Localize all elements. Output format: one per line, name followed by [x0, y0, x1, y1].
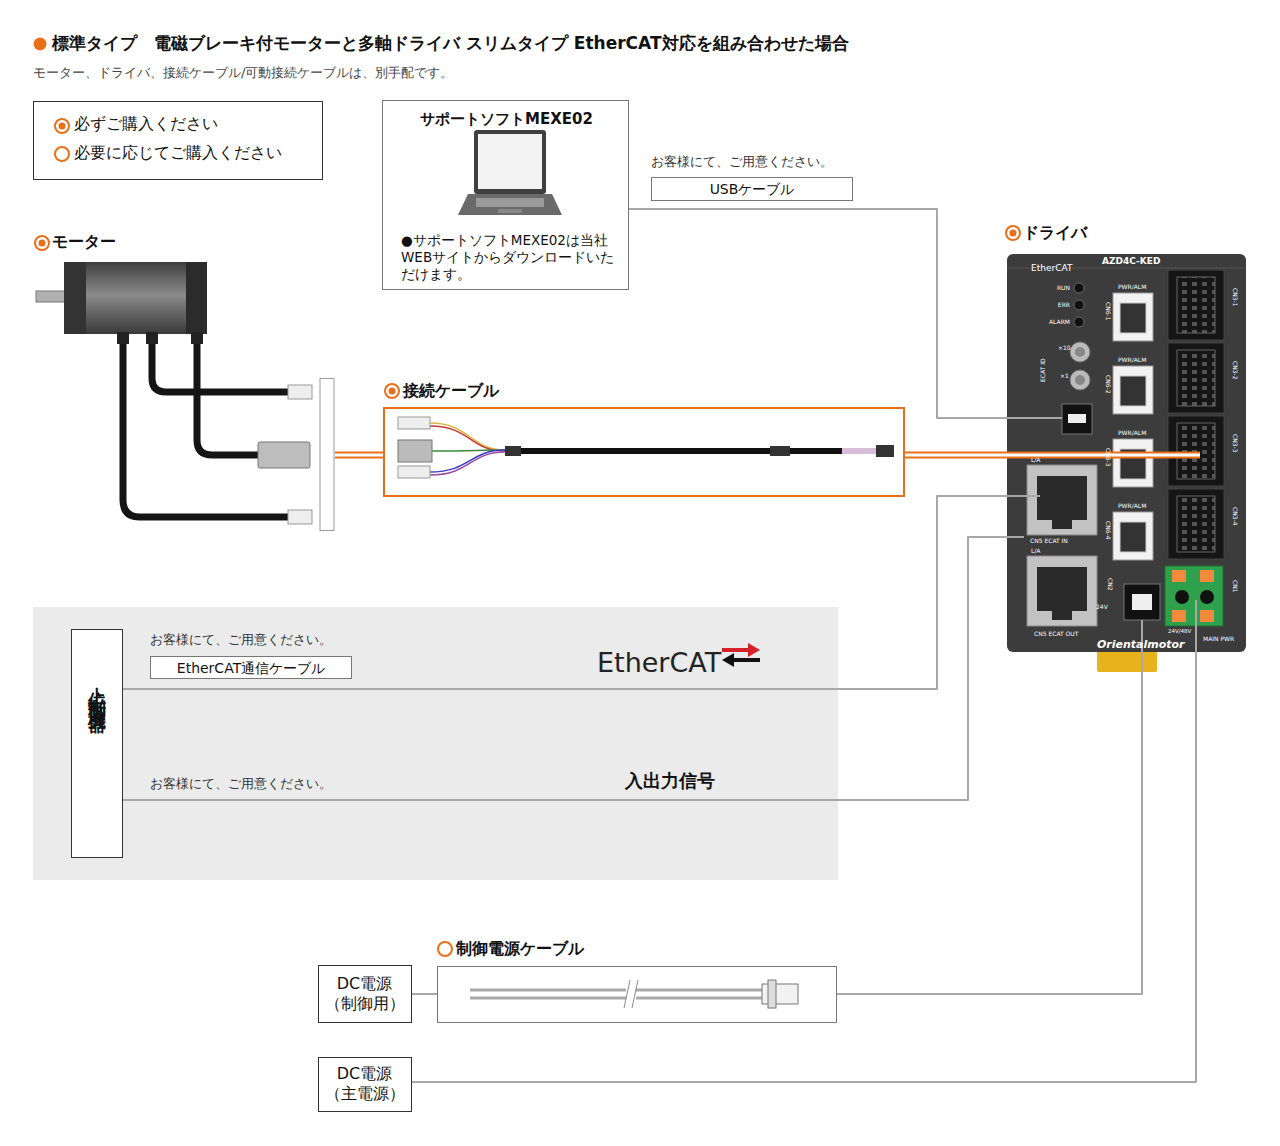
connector	[335, 455, 383, 456]
panel-label: RUN	[1057, 285, 1070, 291]
panel-label: CN3-4	[1232, 507, 1238, 525]
supply-note: お客様にて、ご用意ください。	[651, 155, 833, 168]
panel-label: CN1	[1232, 580, 1238, 593]
host-band	[33, 607, 838, 880]
cable-tag: USBケーブル	[651, 177, 853, 201]
optional-icon	[55, 147, 69, 161]
power-supply: DC電源 （制御用）	[318, 965, 412, 1023]
required-icon	[55, 119, 69, 133]
connector-line	[123, 496, 1007, 689]
panel-label: CN3-1	[1232, 288, 1238, 306]
panel-label: ×1	[1060, 373, 1069, 379]
connector-line	[412, 652, 1196, 1082]
ethercat-logo: EtherCAT	[597, 649, 721, 676]
host-controller: 上位制御機器	[71, 629, 123, 858]
node-title: サポートソフトMEXE02	[383, 110, 630, 129]
node-title: モーター	[52, 232, 116, 252]
panel-label: PWR/ALM	[1118, 284, 1146, 290]
legend-text: 必要に応じてご購入ください	[74, 145, 282, 161]
panel-label: EtherCAT	[1031, 264, 1072, 273]
panel-label: ×10	[1058, 345, 1071, 351]
din-clip	[1097, 648, 1157, 672]
panel-label: CN6-4	[1105, 521, 1111, 539]
node-title: 上位制御機器	[85, 672, 108, 708]
connector	[629, 209, 1007, 418]
panel-label: MAIN PWR	[1203, 636, 1234, 642]
node-title: 接続ケーブル	[403, 381, 499, 401]
required-icon	[385, 384, 399, 398]
connector-line	[412, 993, 437, 995]
panel-label: CN6-1	[1105, 302, 1111, 320]
panel-label: CN6-3	[1105, 448, 1111, 466]
ethercat-arrows	[722, 643, 760, 667]
connector-inner	[905, 454, 1007, 457]
panel-label: CN2	[1107, 578, 1113, 591]
panel-label: ECAT ID	[1040, 358, 1046, 382]
supply-note: お客様にて、ご用意ください。	[150, 633, 332, 646]
connector	[905, 455, 1007, 456]
panel-label: PWR/ALM	[1118, 430, 1146, 436]
legend-frame	[34, 102, 323, 180]
panel-label: CN3-2	[1232, 361, 1238, 379]
connector	[412, 652, 1196, 1082]
connector-outer	[335, 452, 383, 459]
panel-label: CN3-3	[1232, 434, 1238, 452]
connector-line	[629, 209, 1007, 418]
panel-label: 24V	[1096, 604, 1108, 610]
panel-label: AZD4C-KED	[1102, 257, 1160, 266]
connector	[412, 994, 437, 995]
node-title: EtherCAT通信ケーブル	[151, 660, 351, 678]
panel-label: Orientalmotor	[1097, 639, 1185, 650]
driver-panel	[1007, 268, 1246, 626]
panel-label: ALARM	[1049, 319, 1070, 325]
laptop-illustration	[458, 130, 562, 215]
motor-illustration	[36, 262, 334, 531]
node-title: ドライバ	[1023, 223, 1087, 243]
power-supply: DC電源 （主電源）	[318, 1057, 412, 1112]
panel-label: L/A	[1031, 548, 1040, 554]
driver-wire-stubs	[1007, 418, 1200, 652]
required-icon	[35, 236, 49, 250]
required-icon	[1006, 226, 1020, 240]
panel-label: ERR	[1058, 302, 1070, 308]
panel-label: CN5 ECAT IN	[1030, 538, 1068, 544]
title-bullet	[34, 38, 47, 51]
panel-label: PWR/ALM	[1118, 357, 1146, 363]
connector-line	[837, 652, 1142, 994]
signal-label: 入出力信号	[625, 772, 715, 790]
optional-icon	[438, 942, 452, 956]
connector-inner	[335, 454, 383, 457]
cable-tag: EtherCAT通信ケーブル	[150, 656, 352, 679]
node-title: USBケーブル	[652, 181, 852, 199]
power-cable-illustration	[470, 980, 798, 1008]
node-body: ●サポートソフトMEXE02は当社WEBサイトからダウンロードいただけます。	[401, 232, 621, 283]
connector-outer	[905, 452, 1007, 459]
panel-label: CN6-2	[1105, 375, 1111, 393]
connector	[837, 652, 1142, 994]
note-text: モーター、ドライバ、接続ケーブル/可動接続ケーブルは、別手配です。	[33, 66, 453, 79]
panel-label: PWR/ALM	[1118, 503, 1146, 509]
node-title: 制御電源ケーブル	[456, 939, 584, 959]
connector	[123, 537, 1007, 800]
panel-label: CN5 ECAT OUT	[1034, 631, 1078, 637]
cable-illustration	[398, 417, 894, 478]
diagram-title: 標準タイプ 電磁ブレーキ付モーターと多軸ドライバ スリムタイプ EtherCAT…	[52, 35, 849, 52]
panel-label: L/A	[1031, 457, 1040, 463]
node-title: DC電源 （制御用）	[319, 974, 410, 1014]
connector-line	[123, 537, 1007, 800]
legend-text: 必ずご購入ください	[74, 116, 218, 132]
panel-label: 24V/48V	[1168, 629, 1191, 635]
supply-note: お客様にて、ご用意ください。	[150, 777, 332, 790]
node-title: DC電源 （主電源）	[319, 1064, 410, 1104]
connector	[123, 496, 1007, 689]
